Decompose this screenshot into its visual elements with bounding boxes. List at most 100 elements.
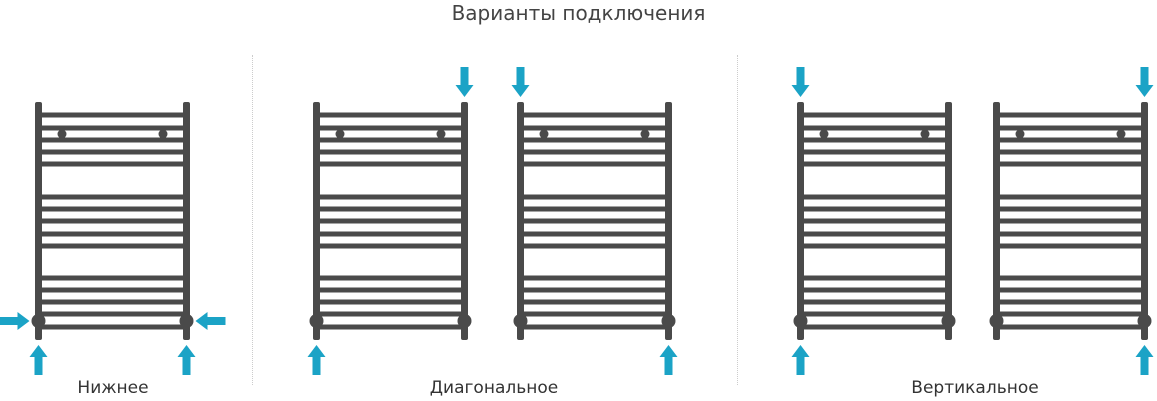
arrow-up-icon bbox=[791, 345, 810, 375]
radiator-bar bbox=[38, 231, 187, 237]
radiator-bar bbox=[520, 206, 669, 212]
label-bottom: Нижнее bbox=[77, 378, 149, 398]
radiator-rail-right bbox=[945, 102, 952, 340]
radiator-bar bbox=[800, 311, 949, 317]
radiator-bar bbox=[316, 324, 465, 330]
radiator-bar bbox=[996, 194, 1145, 200]
radiator-bar bbox=[996, 149, 1145, 155]
radiator-bar bbox=[520, 194, 669, 200]
radiator-bar bbox=[316, 231, 465, 237]
label-diagonal: Диагональное bbox=[429, 378, 559, 398]
radiator-bar bbox=[38, 206, 187, 212]
mount-knob bbox=[57, 129, 67, 139]
connector bbox=[989, 314, 1004, 328]
radiator-rail-right bbox=[183, 102, 190, 340]
radiator-bar bbox=[316, 161, 465, 167]
arrow-up-icon bbox=[177, 345, 196, 375]
radiator-bar bbox=[520, 311, 669, 317]
radiator-bar bbox=[520, 287, 669, 293]
radiator-bar bbox=[800, 243, 949, 249]
connector bbox=[457, 314, 472, 328]
radiator-bar bbox=[520, 161, 669, 167]
radiator-bar bbox=[520, 137, 669, 143]
radiator-bar bbox=[800, 137, 949, 143]
radiator-bar bbox=[520, 275, 669, 281]
radiator-bar bbox=[520, 324, 669, 330]
radiator-bar bbox=[996, 218, 1145, 224]
radiator-rail-left bbox=[993, 102, 1000, 340]
mount-knob bbox=[640, 129, 650, 139]
radiator-bar bbox=[38, 275, 187, 281]
radiator-bar bbox=[520, 243, 669, 249]
radiator-bar bbox=[316, 112, 465, 118]
radiator-rail-right bbox=[665, 102, 672, 340]
mount-knob bbox=[436, 129, 446, 139]
divider bbox=[252, 55, 253, 385]
radiator-rail-right bbox=[1141, 102, 1148, 340]
radiator-bar bbox=[996, 299, 1145, 305]
arrow-down-icon bbox=[1135, 67, 1154, 97]
label-vertical: Вертикальное bbox=[911, 378, 1039, 398]
radiator-bar bbox=[800, 275, 949, 281]
radiator-bar bbox=[996, 125, 1145, 131]
radiator-rail-left bbox=[313, 102, 320, 340]
connector bbox=[661, 314, 676, 328]
radiator-bar bbox=[800, 149, 949, 155]
radiator-bar bbox=[996, 275, 1145, 281]
radiator-bar bbox=[800, 194, 949, 200]
radiator-bar bbox=[38, 112, 187, 118]
mount-knob bbox=[158, 129, 168, 139]
radiator-rail-left bbox=[35, 102, 42, 340]
radiator-bar bbox=[38, 125, 187, 131]
radiator-bar bbox=[316, 275, 465, 281]
connector bbox=[309, 314, 324, 328]
arrow-right-icon bbox=[0, 312, 30, 330]
radiator-bar bbox=[38, 161, 187, 167]
radiator-bar bbox=[996, 231, 1145, 237]
mount-knob bbox=[819, 129, 829, 139]
radiator-bar bbox=[800, 324, 949, 330]
radiator-bar bbox=[38, 287, 187, 293]
radiator-bar bbox=[800, 206, 949, 212]
mount-knob bbox=[920, 129, 930, 139]
mount-knob bbox=[1116, 129, 1126, 139]
radiator-bar bbox=[316, 125, 465, 131]
radiator-bar bbox=[520, 112, 669, 118]
radiator-bar bbox=[520, 299, 669, 305]
radiator-bar bbox=[996, 112, 1145, 118]
radiator-bar bbox=[520, 218, 669, 224]
radiator-bar bbox=[38, 149, 187, 155]
radiator-bar bbox=[800, 287, 949, 293]
arrow-up-icon bbox=[1135, 345, 1154, 375]
radiator-bar bbox=[38, 137, 187, 143]
arrow-down-icon bbox=[791, 67, 810, 97]
radiator-bar bbox=[996, 206, 1145, 212]
page-title: Варианты подключения bbox=[451, 1, 706, 25]
mount-knob bbox=[335, 129, 345, 139]
radiator-bar bbox=[520, 231, 669, 237]
arrow-up-icon bbox=[29, 345, 48, 375]
connector bbox=[941, 314, 956, 328]
radiator-bar bbox=[996, 287, 1145, 293]
arrow-up-icon bbox=[307, 345, 326, 375]
radiator-bar bbox=[800, 218, 949, 224]
radiator-bar bbox=[520, 125, 669, 131]
radiator-bar bbox=[316, 218, 465, 224]
radiator-bar bbox=[996, 243, 1145, 249]
radiator-bar bbox=[996, 324, 1145, 330]
radiator-bar bbox=[996, 137, 1145, 143]
radiator-bar bbox=[316, 287, 465, 293]
arrow-down-icon bbox=[455, 67, 474, 97]
radiator-bar bbox=[316, 206, 465, 212]
arrow-up-icon bbox=[659, 345, 678, 375]
radiator-bar bbox=[800, 112, 949, 118]
radiator-rail-right bbox=[461, 102, 468, 340]
radiator-bar bbox=[316, 149, 465, 155]
radiator-bar bbox=[800, 231, 949, 237]
radiator-bar bbox=[800, 299, 949, 305]
radiator-bar bbox=[800, 161, 949, 167]
radiator-bar bbox=[800, 125, 949, 131]
connector bbox=[793, 314, 808, 328]
radiator-bar bbox=[996, 161, 1145, 167]
